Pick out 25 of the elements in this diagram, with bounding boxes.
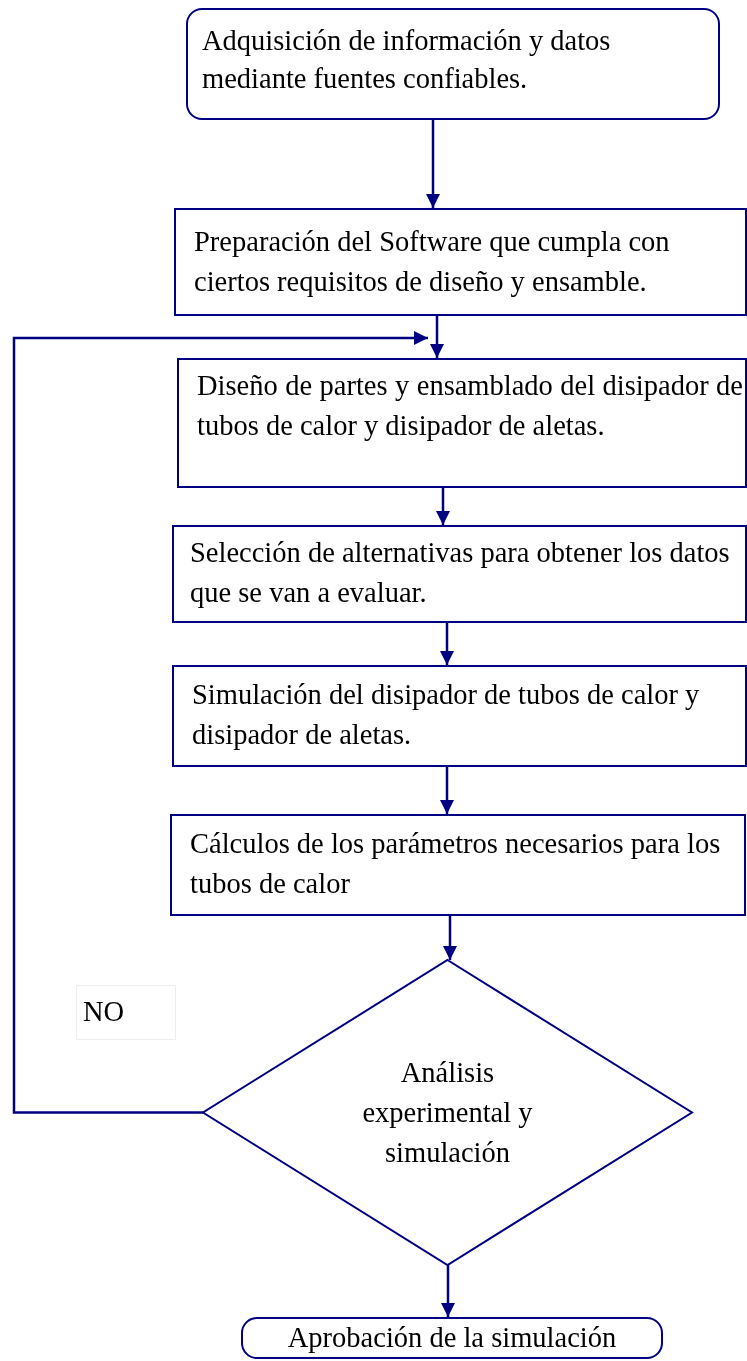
arrow	[443, 916, 457, 960]
step-text: Adquisición de información y datos mediante fuentes confiables.	[202, 24, 612, 96]
terminal-box	[186, 8, 720, 120]
process-box	[172, 665, 747, 767]
arrow	[436, 488, 450, 525]
arrow	[426, 120, 440, 208]
terminal-box	[241, 1317, 663, 1359]
arrow	[440, 767, 454, 814]
step-text: Cálculos de los parámetros necesarios para los tubos de calor	[190, 827, 722, 901]
step-text: Análisis experimental y simulación	[361, 1055, 534, 1170]
step-text: Selección de alternativas para obtener los datos que se van a evaluar.	[190, 536, 731, 610]
process-box	[174, 208, 747, 316]
step-text: Aprobación de la simulación	[287, 1323, 617, 1353]
decision-diamond	[203, 960, 692, 1265]
process-box	[172, 525, 747, 623]
edge-label: NO	[76, 985, 176, 1040]
arrow	[440, 623, 454, 665]
process-box	[170, 814, 746, 916]
process-box	[177, 358, 747, 488]
arrow	[12, 331, 428, 1114]
arrow	[441, 1265, 455, 1317]
step-text: Preparación del Software que cumpla con ciertos requisitos de diseño y ensamble.	[194, 225, 671, 299]
step-text: Diseño de partes y ensamblado del disipador de tubos de calor y disipador de aletas.	[197, 369, 743, 443]
step-text: Simulación del disipador de tubos de calor y disipador de aletas.	[192, 678, 701, 752]
arrow	[430, 316, 444, 358]
